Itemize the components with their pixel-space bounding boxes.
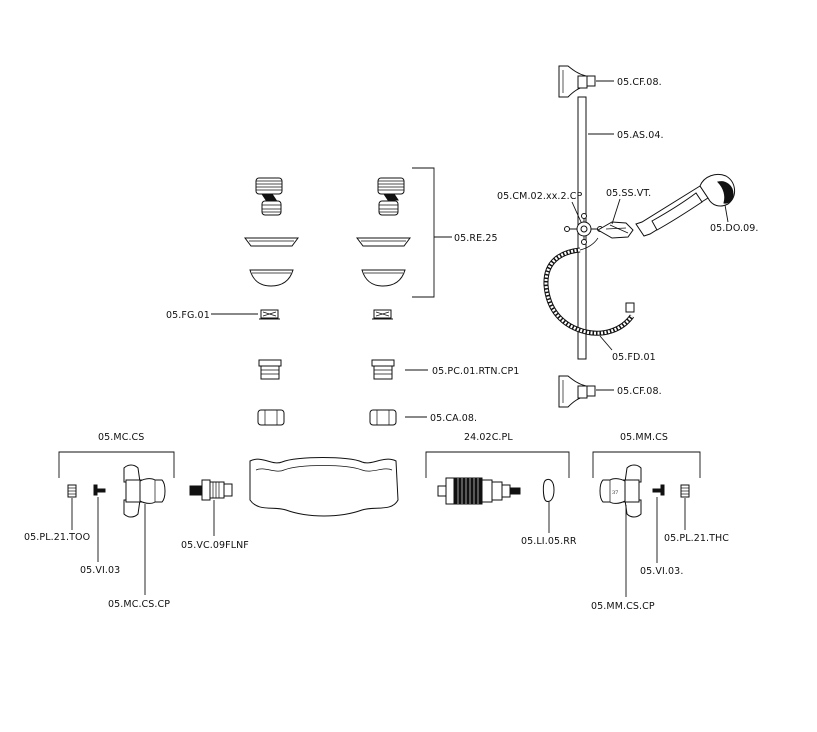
cover-bell-right: [361, 269, 406, 287]
screw-right: [652, 484, 665, 496]
check-valve-left: [258, 359, 282, 380]
label-mm-cs-cp: 05.MM.CS.CP: [591, 601, 655, 612]
label-ca: 05.CA.08.: [430, 413, 477, 424]
label-pl-cart: 24.02C.PL: [464, 432, 513, 443]
flange-right: [356, 237, 411, 247]
label-pl-too: 05.PL.21.TOO: [24, 532, 90, 543]
label-vi-left: 05.VI.03: [80, 565, 120, 576]
label-do: 05.DO.09.: [710, 223, 759, 234]
hand-shower: [635, 173, 735, 237]
label-re: 05.RE.25: [454, 233, 498, 244]
label-mm-cs: 05.MM.CS: [620, 432, 668, 443]
label-vi-right: 05.VI.03.: [640, 566, 683, 577]
label-vc: 05.VC.09FLNF: [181, 540, 249, 551]
bracket-re: [412, 167, 452, 298]
mixer-body: [249, 457, 399, 517]
thermostatic-cartridge: [437, 477, 521, 505]
label-fd: 05.FD.01: [612, 352, 656, 363]
label-mc-cs-cp: 05.MC.CS.CP: [108, 599, 170, 610]
cross-handle-left: [123, 464, 166, 518]
plug-thc: [680, 484, 690, 498]
bottom-wall-bracket: [558, 375, 596, 408]
nut-right: [369, 409, 397, 426]
shower-hose: [543, 237, 635, 336]
flange-left: [244, 237, 299, 247]
leader-do: [724, 204, 729, 223]
filter-right: [372, 309, 393, 320]
cross-handle-slider: [564, 213, 603, 245]
leader-ss: [611, 198, 621, 225]
cross-handle-right: 37: [599, 464, 642, 518]
leader-fd: [599, 335, 613, 351]
label-pl-thc: 05.PL.21.THC: [664, 533, 729, 544]
nut-left: [257, 409, 285, 426]
valve-headpart: [189, 479, 233, 501]
leader-cm: [571, 201, 582, 223]
label-cf-top: 05.CF.08.: [617, 77, 662, 88]
plug-too: [67, 484, 77, 498]
bracket-mm-cs: [592, 451, 701, 478]
cover-bell-left: [249, 269, 294, 287]
top-wall-bracket: [558, 65, 596, 98]
eccentric-union-left: [255, 177, 283, 216]
screw-left: [93, 484, 106, 496]
svg-text:37: 37: [612, 490, 618, 496]
label-ss: 05.SS.VT.: [606, 188, 651, 199]
eccentric-union-right: [377, 177, 405, 216]
label-mc-cs: 05.MC.CS: [98, 432, 144, 443]
hand-shower-holder: [596, 221, 634, 239]
bracket-mc-cs: [58, 451, 175, 478]
bracket-pl-cart: [425, 451, 570, 478]
check-valve-right: [371, 359, 395, 380]
label-li: 05.LI.05.RR: [521, 536, 577, 547]
filter-left: [259, 309, 280, 320]
label-fg: 05.FG.01: [166, 310, 210, 321]
label-pc: 05.PC.01.RTN.CP1: [432, 366, 519, 377]
label-as: 05.AS.04.: [617, 130, 664, 141]
label-cf-bottom: 05.CF.08.: [617, 386, 662, 397]
ring-li: [542, 478, 555, 502]
label-cm: 05.CM.02.xx.2.CP: [497, 191, 583, 202]
